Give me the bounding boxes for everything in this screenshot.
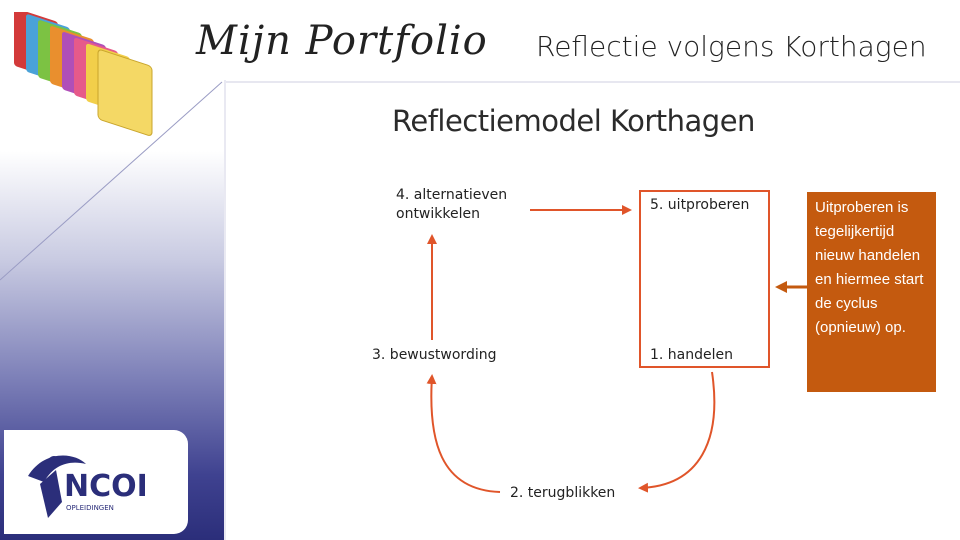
portfolio-logo-text: Mijn Portfolio	[196, 18, 488, 64]
ncoi-logo-panel: NCOI OPLEIDINGEN	[4, 430, 188, 534]
arrow-2-to-3	[426, 374, 501, 493]
step-1-label: 1. handelen	[650, 347, 734, 363]
step-4-line2: ontwikkelen	[396, 206, 480, 222]
sidebar-divider	[224, 80, 226, 540]
explanation-note: Uitproberen is tegelijkertijd nieuw hand…	[807, 192, 936, 392]
slide-title: Reflectie volgens Korthagen	[536, 30, 927, 63]
action-box	[639, 190, 770, 368]
logo-sub: OPLEIDINGEN	[66, 504, 114, 512]
step-2-label: 2. terugblikken	[510, 485, 616, 501]
step-5-label: 5. uitproberen	[650, 197, 750, 213]
ncoi-logo: NCOI OPLEIDINGEN	[28, 455, 148, 518]
model-title: Reflectiemodel Korthagen	[392, 104, 755, 138]
step-4-line1: 4. alternatieven	[396, 187, 508, 203]
logo-brand: NCOI	[64, 469, 148, 504]
folders-icon	[14, 12, 153, 136]
arrow-1-to-2	[638, 371, 716, 493]
step-3-label: 3. bewustwording	[372, 347, 497, 363]
step-4-label: 4. alternatieven ontwikkelen	[396, 186, 507, 224]
